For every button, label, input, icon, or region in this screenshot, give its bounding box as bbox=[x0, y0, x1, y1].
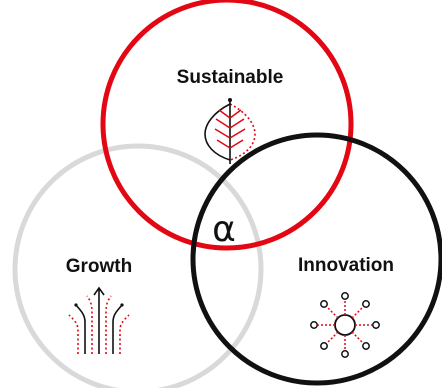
network-hub-icon bbox=[310, 292, 380, 358]
innovation-circle bbox=[190, 132, 442, 386]
innovation-label: Innovation bbox=[298, 255, 394, 276]
growth-circle bbox=[12, 143, 264, 388]
sustainable-circle bbox=[100, 0, 354, 251]
growth-label: Growth bbox=[66, 256, 133, 277]
growth-arrows-icon bbox=[68, 286, 130, 354]
leaf-icon bbox=[204, 98, 256, 164]
sustainable-label: Sustainable bbox=[177, 67, 284, 88]
alpha-symbol: α bbox=[212, 209, 236, 250]
